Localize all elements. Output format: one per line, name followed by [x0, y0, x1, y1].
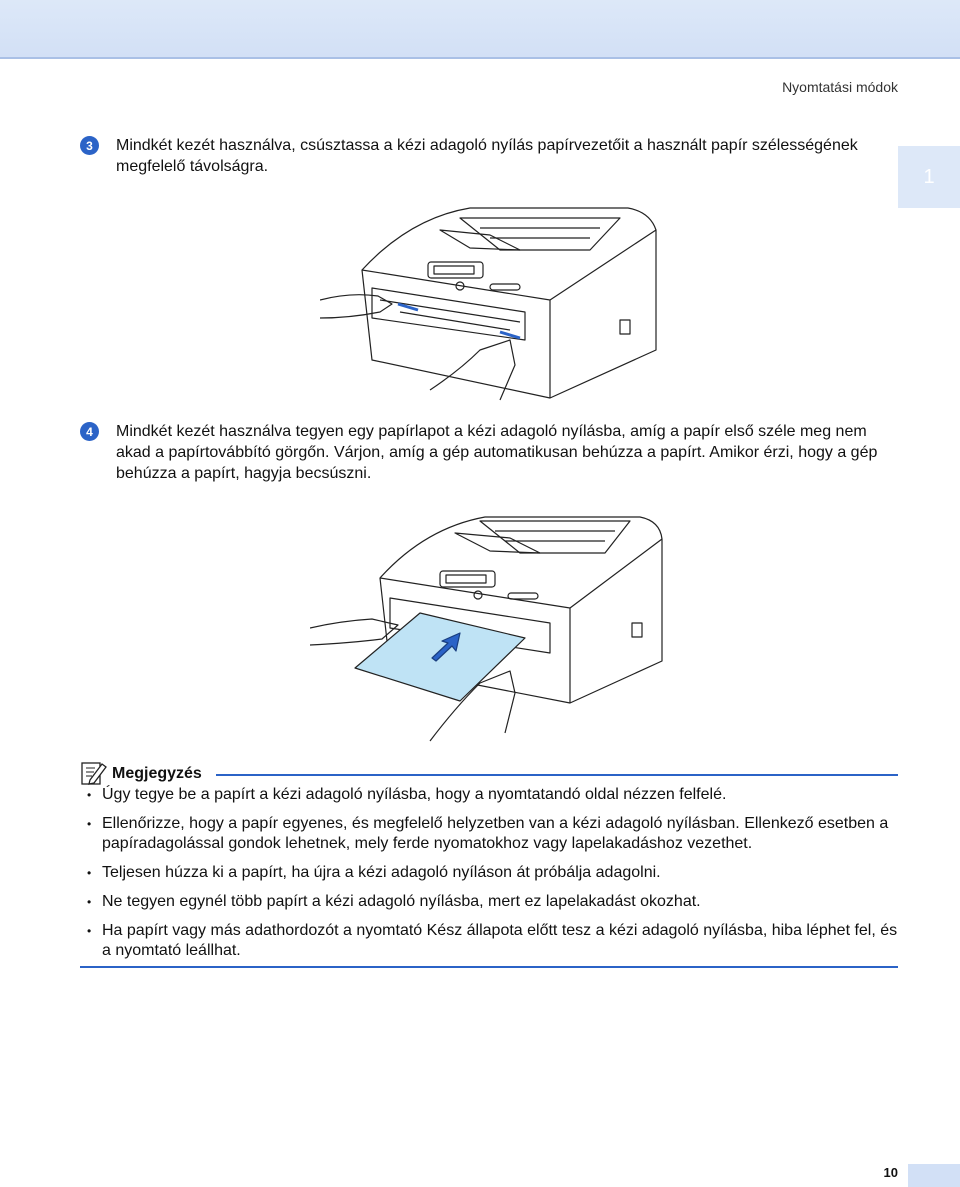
printer-guides-illustration — [320, 207, 657, 401]
step-number-badge: 3 — [80, 136, 99, 155]
note-item: Ha papírt vagy más adathordozót a nyomta… — [80, 921, 898, 961]
note-pencil-icon — [81, 762, 107, 785]
note-list: Úgy tegye be a papírt a kézi adagoló nyí… — [80, 785, 898, 970]
note-bottom-rule — [80, 966, 898, 968]
step-4: 4 Mindkét kezét használva tegyen egy pap… — [80, 421, 900, 484]
note-header: Megjegyzés — [80, 756, 898, 786]
step-text: Mindkét kezét használva, csúsztassa a ké… — [116, 137, 858, 175]
top-header-band — [0, 0, 960, 59]
note-rule — [215, 774, 898, 776]
note-title: Megjegyzés — [112, 765, 202, 782]
chapter-tab: 1 — [898, 146, 960, 208]
step-number-badge: 4 — [80, 422, 99, 441]
running-header-title: Nyomtatási módok — [782, 79, 898, 95]
page-number: 10 — [883, 1165, 898, 1180]
printer-insert-paper-illustration — [310, 516, 663, 742]
chapter-number: 1 — [923, 165, 935, 188]
note-item: Ellenőrizze, hogy a papír egyenes, és me… — [80, 814, 898, 854]
note-item: Teljesen húzza ki a papírt, ha újra a ké… — [80, 863, 898, 883]
step-3: 3 Mindkét kezét használva, csúsztassa a … — [80, 135, 900, 177]
page-number-tab — [908, 1164, 960, 1187]
note-item: Ne tegyen egynél több papírt a kézi adag… — [80, 892, 898, 912]
note-item: Úgy tegye be a papírt a kézi adagoló nyí… — [80, 785, 898, 805]
step-text: Mindkét kezét használva tegyen egy papír… — [116, 423, 878, 482]
